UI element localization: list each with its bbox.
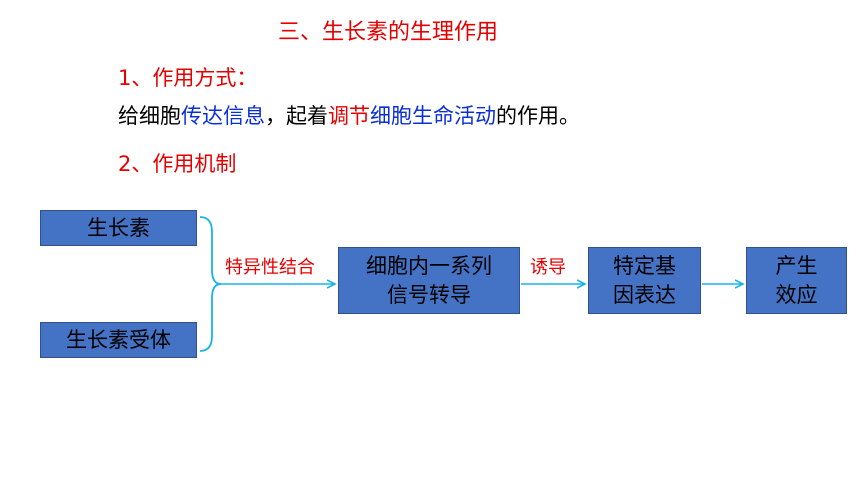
- box-receptor-label: 生长素受体: [66, 327, 171, 352]
- text-segment: ，起着: [265, 104, 328, 128]
- label-induce: 诱导: [530, 257, 566, 278]
- mode-description: 给细胞传达信息，起着调节细胞生命活动的作用。: [118, 100, 580, 130]
- box-signal-transduction: 细胞内一系列 信号转导: [338, 247, 520, 314]
- section-heading-mechanism: 2、作用机制: [118, 152, 237, 176]
- label-specific-binding: 特异性结合: [225, 257, 315, 278]
- box-effect-line-2: 效应: [775, 282, 818, 307]
- section-heading-mode: 1、作用方式：: [118, 66, 258, 90]
- box-gene-expression: 特定基 因表达: [588, 247, 701, 314]
- highlight-transmit-info: 传达信息: [181, 104, 265, 128]
- box-auxin-receptor: 生长素受体: [40, 322, 197, 358]
- page-title: 三、生长素的生理作用: [278, 20, 499, 45]
- box-auxin: 生长素: [40, 210, 197, 246]
- highlight-regulate: 调节: [328, 104, 370, 128]
- box-effect-line-1: 产生: [775, 253, 818, 278]
- box-signal-line-1: 细胞内一系列: [366, 253, 492, 278]
- text-segment: 的作用。: [496, 104, 580, 128]
- box-gene-line-2: 因表达: [613, 282, 676, 307]
- box-gene-line-1: 特定基: [613, 253, 676, 278]
- box-signal-line-2: 信号转导: [387, 282, 471, 307]
- text-segment: 给细胞: [118, 104, 181, 128]
- highlight-cell-life-activity: 细胞生命活动: [370, 104, 496, 128]
- box-auxin-label: 生长素: [87, 215, 150, 240]
- brace-connector: [199, 216, 222, 352]
- box-effect: 产生 效应: [746, 247, 847, 314]
